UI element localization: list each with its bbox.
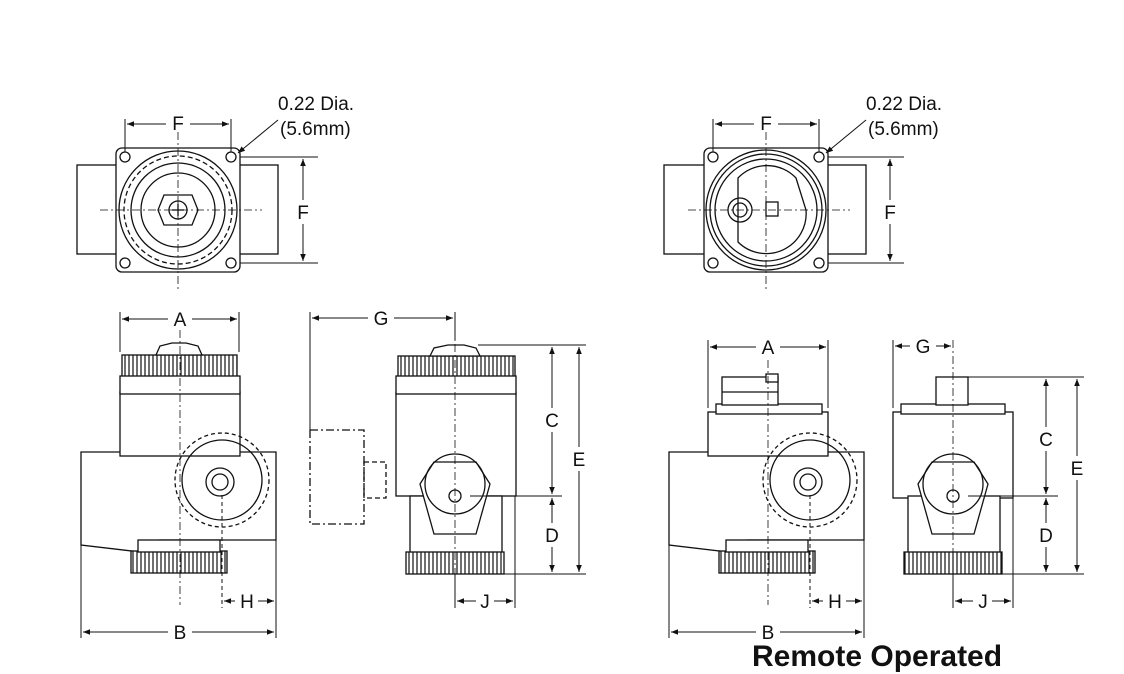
right-front-dim-b: B	[762, 623, 775, 644]
remote-operated-caption: Remote Operated	[752, 640, 1003, 673]
left-front-dim-h: H	[240, 592, 254, 613]
right-side-dim-g: G	[916, 337, 931, 358]
right-top-dim-f-width: F	[760, 114, 772, 135]
left-front-dim-a: A	[174, 310, 187, 331]
left-top-dim-f-height: F	[297, 203, 309, 224]
right-side-dim-j: J	[978, 592, 988, 613]
right-hole-metric-label: (5.6mm)	[868, 119, 939, 140]
right-side-dim-d: D	[1039, 526, 1053, 547]
left-side-dimensions	[309, 312, 586, 608]
left-front-dimensions	[80, 312, 277, 638]
right-side-dim-c: C	[1039, 430, 1053, 451]
right-top-view	[663, 147, 867, 273]
right-top-centerlines	[688, 132, 850, 290]
left-side-dim-d: D	[545, 526, 559, 547]
left-top-dimensions	[124, 119, 318, 264]
left-front-dim-b: B	[174, 623, 187, 644]
left-side-dim-e: E	[573, 450, 586, 471]
left-side-dim-c: C	[545, 411, 559, 432]
valve-dimension-drawing: F F 0.22 Dia. (5.6mm) A B H	[76, 94, 1084, 644]
left-hole-diameter-label: 0.22 Dia.	[278, 94, 354, 115]
left-top-dim-f-width: F	[172, 114, 184, 135]
right-top-dimensions	[712, 119, 904, 264]
left-side-dim-g: G	[374, 309, 389, 330]
left-side-dim-j: J	[480, 592, 490, 613]
left-front-view	[80, 342, 277, 574]
right-front-dim-h: H	[828, 592, 842, 613]
right-front-dimensions	[668, 340, 865, 638]
left-top-centerlines	[100, 132, 262, 290]
right-hole-diameter-label: 0.22 Dia.	[866, 94, 942, 115]
right-front-dim-a: A	[762, 338, 775, 359]
right-front-view	[668, 373, 865, 574]
left-side-view	[309, 344, 517, 575]
right-top-dim-f-height: F	[884, 203, 896, 224]
right-side-dim-e: E	[1071, 459, 1084, 480]
right-side-dimensions	[892, 340, 1084, 608]
left-hole-metric-label: (5.6mm)	[280, 119, 351, 140]
